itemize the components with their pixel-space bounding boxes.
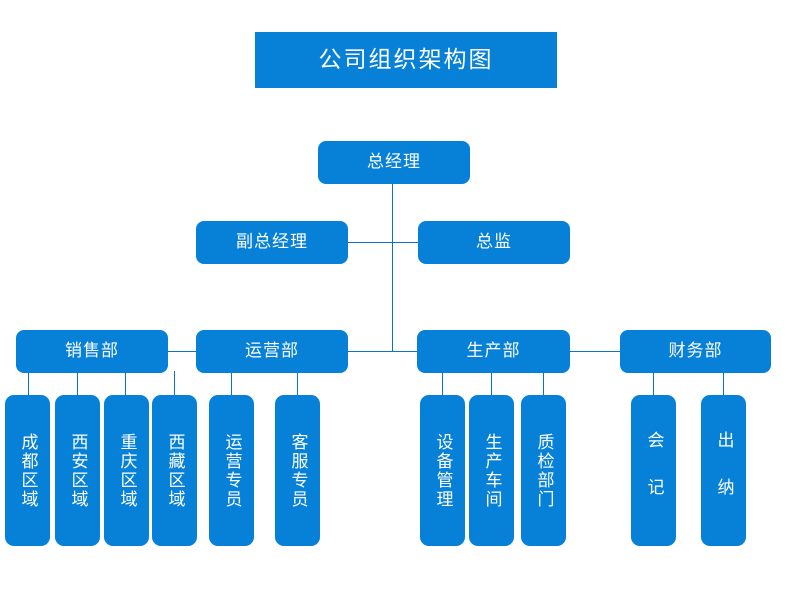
node-label: 会记: [643, 431, 664, 525]
connector-ops-child-2: [297, 371, 298, 395]
node-sales-department[interactable]: 销售部: [16, 330, 168, 373]
node-tibet-region[interactable]: 西藏区域: [152, 395, 197, 546]
connector-sales-to-ops: [168, 351, 196, 352]
node-label: 成都区域: [17, 432, 38, 509]
connector-ops-to-production: [348, 351, 417, 352]
node-director[interactable]: 总监: [418, 221, 570, 264]
connector-finance-child-2: [723, 371, 724, 395]
node-label: 总经理: [367, 152, 421, 173]
node-chengdu-region[interactable]: 成都区域: [5, 395, 50, 546]
node-label: 重庆区域: [116, 432, 137, 509]
node-finance-department[interactable]: 财务部: [620, 330, 771, 373]
node-cashier[interactable]: 出纳: [701, 395, 746, 546]
node-label: 质检部门: [533, 432, 554, 509]
node-operations-department[interactable]: 运营部: [196, 330, 348, 373]
connector-sales-child-1: [28, 371, 29, 395]
node-general-manager[interactable]: 总经理: [318, 141, 470, 184]
chart-title: 公司组织架构图: [318, 46, 494, 73]
node-label: 运营专员: [221, 432, 242, 509]
connector-production-child-1: [442, 371, 443, 395]
node-quality-control-department[interactable]: 质检部门: [521, 395, 566, 546]
node-xian-region[interactable]: 西安区域: [55, 395, 100, 546]
node-label: 西安区域: [67, 432, 88, 509]
connector-gm-spine: [392, 184, 393, 351]
node-label: 出纳: [713, 431, 734, 525]
node-equipment-management[interactable]: 设备管理: [420, 395, 465, 546]
connector-sales-child-4: [174, 371, 175, 395]
node-chongqing-region[interactable]: 重庆区域: [104, 395, 149, 546]
node-label: 设备管理: [432, 432, 453, 509]
node-label: 客服专员: [287, 432, 308, 509]
chart-title-banner: 公司组织架构图: [255, 32, 557, 88]
node-deputy-general-manager[interactable]: 副总经理: [196, 221, 348, 264]
node-accounting[interactable]: 会记: [631, 395, 676, 546]
connector-sales-child-3: [125, 371, 126, 395]
node-label: 总监: [476, 232, 512, 253]
connector-finance-child-1: [653, 371, 654, 395]
node-label: 销售部: [65, 341, 119, 362]
node-customer-service-specialist[interactable]: 客服专员: [275, 395, 320, 546]
connector-ops-child-1: [231, 371, 232, 395]
connector-production-to-finance: [570, 351, 620, 352]
node-production-workshop[interactable]: 生产车间: [469, 395, 514, 546]
node-label: 西藏区域: [164, 432, 185, 509]
node-label: 运营部: [245, 341, 299, 362]
node-production-department[interactable]: 生产部: [417, 330, 570, 373]
node-label: 副总经理: [236, 232, 308, 253]
connector-production-child-3: [543, 371, 544, 395]
connector-production-child-2: [491, 371, 492, 395]
node-operations-specialist[interactable]: 运营专员: [209, 395, 254, 546]
node-label: 生产车间: [481, 432, 502, 509]
connector-sales-child-2: [77, 371, 78, 395]
connector-level2-bar: [348, 242, 418, 243]
node-label: 生产部: [466, 341, 521, 362]
node-label: 财务部: [668, 341, 723, 362]
